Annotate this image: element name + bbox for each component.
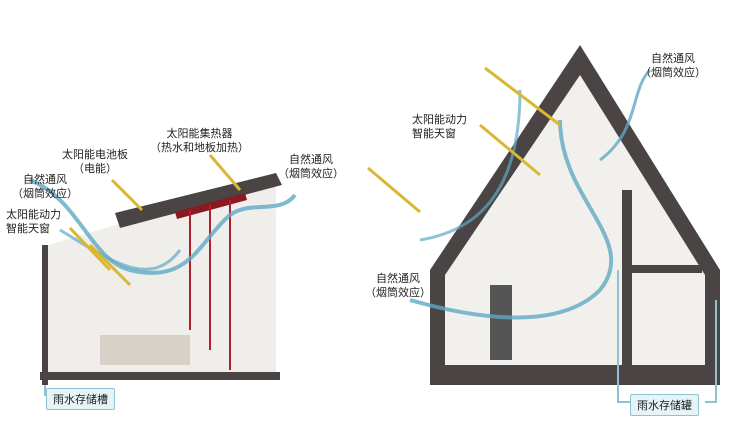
skylight-title: 太阳能动力 [6,208,61,221]
pv-panel-sub: （电能） [73,162,117,175]
collector-sub: （热水和地板加热） [150,141,249,154]
vent-right-title: 自然通风 [289,153,333,166]
vent-top-title: 自然通风 [651,52,695,65]
vent-left-title: 自然通风 [23,173,67,186]
skylight-sub: 智能天窗 [6,222,50,235]
label-vent-top: 自然通风（烟筒效应） [640,52,706,80]
label-pv-panel: 太阳能电池板（电能） [62,148,128,176]
left-house-section [29,154,297,396]
pv-panel-title: 太阳能电池板 [62,148,128,161]
vent-rh-title: 自然通风 [376,272,420,285]
label-skylight-right: 太阳能动力智能天窗 [412,113,467,141]
vent-top-sub: （烟筒效应） [640,66,706,79]
right-house-section [367,45,720,403]
label-vent-left: 自然通风（烟筒效应） [12,173,78,201]
collector-title: 太阳能集热器 [166,127,233,140]
left-roof [115,173,282,228]
skylight-right-title: 太阳能动力 [412,113,467,126]
label-vent-right: 自然通风（烟筒效应） [278,153,344,181]
rainwater-tank-right: 雨水存储罐 [630,394,699,416]
vent-left-sub: （烟筒效应） [12,187,78,200]
skylight-right-sub: 智能天窗 [412,127,456,140]
label-vent-right-house: 自然通风（烟筒效应） [365,272,431,300]
rainwater-tank-left: 雨水存储槽 [46,388,115,410]
vent-rh-sub: （烟筒效应） [365,286,431,299]
label-solar-collector: 太阳能集热器（热水和地板加热） [150,127,249,155]
label-skylight-left: 太阳能动力智能天窗 [6,208,61,236]
vent-right-sub: （烟筒效应） [278,167,344,180]
